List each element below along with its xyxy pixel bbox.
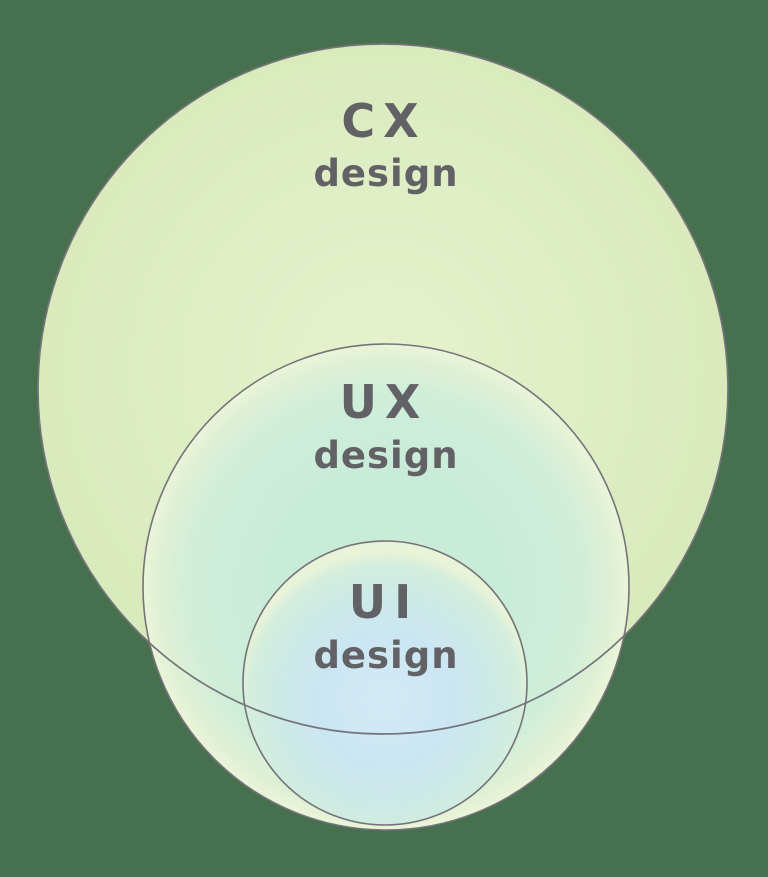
ui-design-circle-outline bbox=[242, 540, 528, 826]
ui-label: UI bbox=[349, 575, 419, 629]
cx-design-circle-outline bbox=[37, 43, 729, 735]
ux-label: UX bbox=[340, 375, 429, 429]
ui-design-circle bbox=[243, 541, 527, 825]
cx-sublabel: design bbox=[313, 152, 458, 195]
ui-sublabel: design bbox=[313, 634, 458, 677]
ux-design-circle-outline bbox=[142, 343, 630, 831]
cx-label: CX bbox=[341, 94, 426, 148]
ux-sublabel: design bbox=[313, 434, 458, 477]
